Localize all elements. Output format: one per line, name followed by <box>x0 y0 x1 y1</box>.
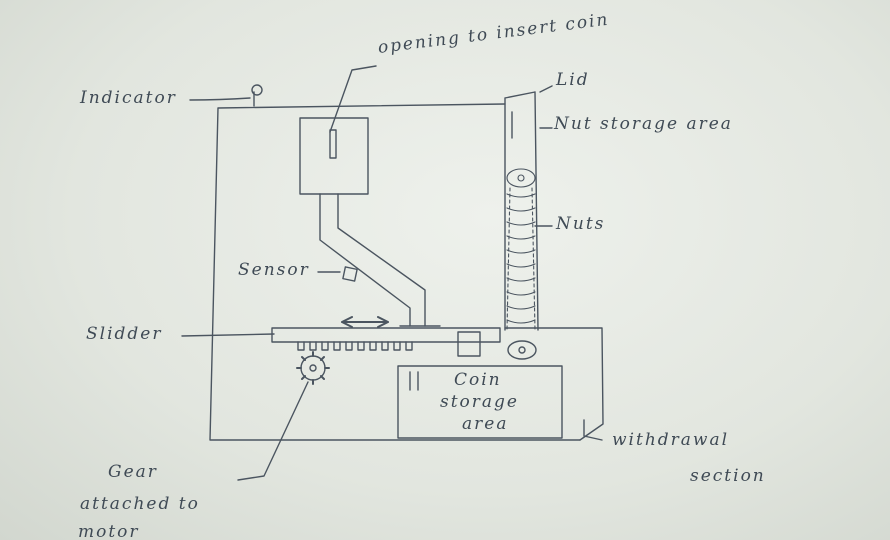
coin-slot <box>330 130 336 158</box>
label-coin-storage-2: storage <box>440 392 519 412</box>
indicator-lamp-icon <box>252 85 262 106</box>
sensor <box>343 267 357 281</box>
leader-opening <box>330 66 376 132</box>
label-gear-1: Gear <box>108 462 158 482</box>
leader-lid <box>540 86 552 92</box>
slider-end-block <box>458 332 480 356</box>
label-lid: Lid <box>556 70 590 90</box>
label-withdrawal-1: withdrawal <box>612 430 729 450</box>
label-coin-storage-3: area <box>462 414 508 434</box>
motion-arrow <box>342 317 388 327</box>
leader-indicator <box>190 98 250 100</box>
leader-gear <box>238 382 308 480</box>
label-gear-2: attached to <box>80 494 200 514</box>
dispensed-nut <box>508 341 536 359</box>
leader-slider <box>182 334 274 336</box>
nut-stack <box>507 169 535 330</box>
label-nut-storage: Nut storage area <box>554 114 733 134</box>
label-sensor: Sensor <box>238 260 310 280</box>
withdrawal-section-outline <box>505 328 603 440</box>
coin-storage-marks <box>410 372 418 390</box>
leader-withdrawal <box>584 420 602 440</box>
label-gear-3: motor <box>78 522 140 540</box>
coin-chute <box>320 194 425 326</box>
label-coin-storage-1: Coin <box>454 370 502 390</box>
slider-bar <box>272 328 500 342</box>
rack-teeth <box>298 342 412 350</box>
label-nuts: Nuts <box>556 214 605 234</box>
label-indicator: Indicator <box>80 88 177 108</box>
label-slider: Slidder <box>86 324 162 344</box>
gear-icon <box>297 352 329 384</box>
label-withdrawal-2: section <box>690 466 766 486</box>
